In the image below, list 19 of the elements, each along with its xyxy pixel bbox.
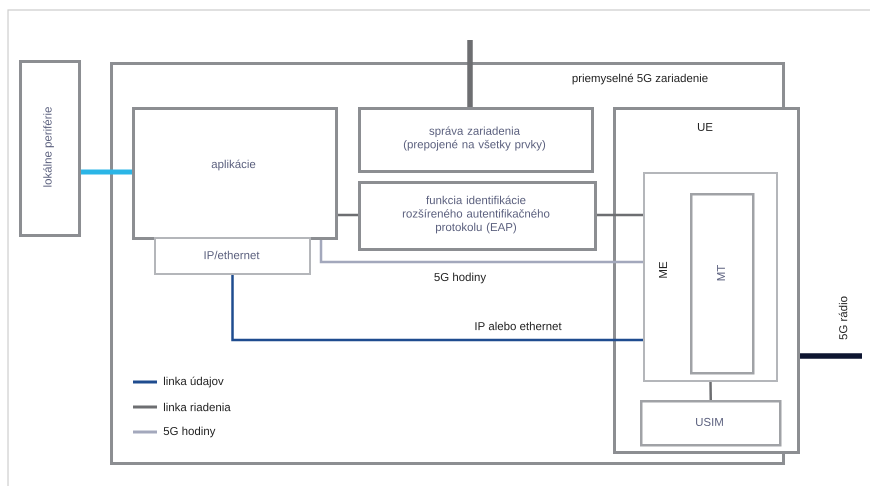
legend-text: linka údajov xyxy=(164,376,224,388)
protocol-box: IP/ethernet xyxy=(154,237,311,275)
connector-line xyxy=(467,40,473,107)
connector-line xyxy=(320,240,643,264)
connector-line xyxy=(709,382,712,400)
connector-line xyxy=(231,275,643,342)
management-box: správa zariadenia (prepojené na všetky prvky) xyxy=(358,107,594,173)
connector-line xyxy=(338,214,358,216)
edge-label: 5G hodiny xyxy=(432,272,488,284)
legend-text: 5G hodiny xyxy=(164,426,216,438)
legend-text: linka riadenia xyxy=(164,402,231,412)
side-box: lokálne periférie xyxy=(19,60,81,237)
connector-line xyxy=(81,170,132,174)
connector-line xyxy=(800,353,862,359)
edge-label: 5G rádio xyxy=(838,295,848,341)
connector-line xyxy=(597,214,643,216)
function-box: funkcia identifikácie rozšíreného autentifikačného protokolu (EAP) xyxy=(358,181,597,251)
usim-box: USIM xyxy=(640,400,782,446)
mt-box: MT xyxy=(690,193,754,374)
